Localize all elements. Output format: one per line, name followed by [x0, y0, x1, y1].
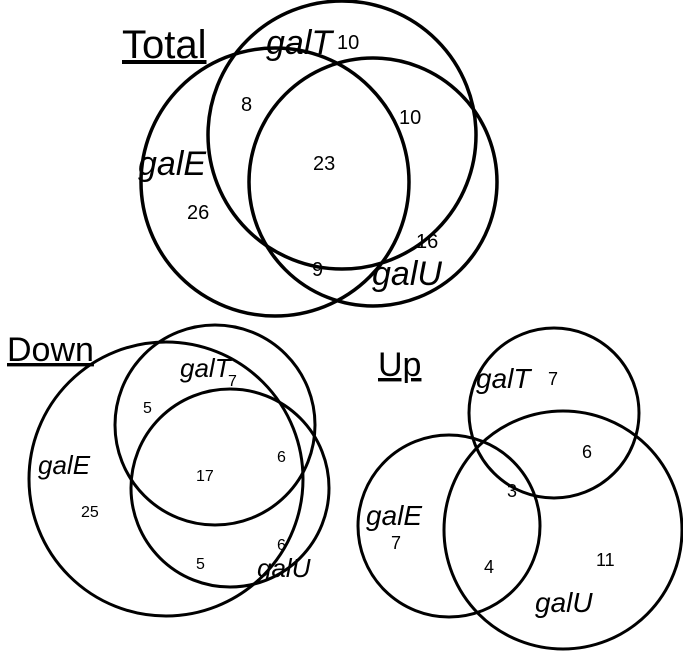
venn-total-count-galE-galU: 9: [312, 259, 323, 281]
venn-total-count-galE-only: 26: [187, 202, 209, 224]
venn-down-count-galT-galU: 6: [277, 449, 286, 466]
venn-down-count-galE-only: 25: [81, 504, 99, 521]
venn-total: Total galT galE galU 10 8 10 23 26 16 9: [122, 0, 499, 318]
venn-total-count-all: 23: [313, 153, 335, 175]
venn-total-galE-circle: [139, 46, 411, 318]
venn-total-count-galT-only: 10: [337, 32, 359, 54]
venn-down-galU-circle: [129, 387, 331, 589]
venn-down-galT-label: galT: [180, 353, 233, 383]
venn-total-galT-circle: [206, 0, 478, 271]
venn-up-galU-label: galU: [535, 587, 593, 618]
venn-down-count-galT-only: 7: [228, 373, 237, 390]
venn-total-count-galU-only: 16: [416, 231, 438, 253]
venn-down-galT-circle: [113, 323, 317, 527]
venn-up-count-all: 3: [507, 481, 517, 501]
venn-up-count-galE-only: 7: [391, 533, 401, 553]
venn-total-count-galT-galU: 10: [399, 107, 421, 129]
venn-down-count-all: 17: [196, 468, 214, 485]
venn-total-galE-label: galE: [138, 145, 206, 183]
venn-up-count-galT-only: 7: [548, 369, 558, 389]
venn-total-galU-label: galU: [372, 255, 442, 293]
venn-up-galU-circle: [442, 409, 683, 651]
venn-up-count-galE-galU: 4: [484, 557, 494, 577]
venn-total-count-galT-galE: 8: [241, 94, 252, 116]
venn-up-galT-label: galT: [476, 363, 532, 394]
venn-up-galE-circle: [356, 433, 542, 619]
venn-up-count-galT-galU: 6: [582, 442, 592, 462]
venn-total-galU-circle: [247, 56, 499, 308]
venn-down-count-galE-galU: 5: [196, 556, 205, 573]
venn-up-galE-label: galE: [366, 500, 422, 531]
venn-down-count-galU-only: 6: [277, 537, 286, 554]
venn-down-galE-label: galE: [38, 450, 91, 480]
venn-total-galT-label: galT: [266, 24, 334, 62]
venn-up-count-galU-only: 11: [596, 550, 615, 570]
venn-up-title: Up: [378, 346, 421, 384]
venn-total-title: Total: [122, 23, 207, 67]
venn-down-galU-label: galU: [257, 553, 311, 583]
venn-down-count-galT-galE: 5: [143, 400, 152, 417]
venn-down: Down galT galE galU 7 5 6 17 25 6 5: [7, 323, 331, 618]
venn-down-galE-circle: [27, 340, 305, 618]
venn-up-galT-circle: [467, 326, 641, 500]
venn-up: Up galT galE galU 7 6 3 7 4 11: [356, 326, 683, 651]
venn-down-title: Down: [7, 331, 94, 369]
